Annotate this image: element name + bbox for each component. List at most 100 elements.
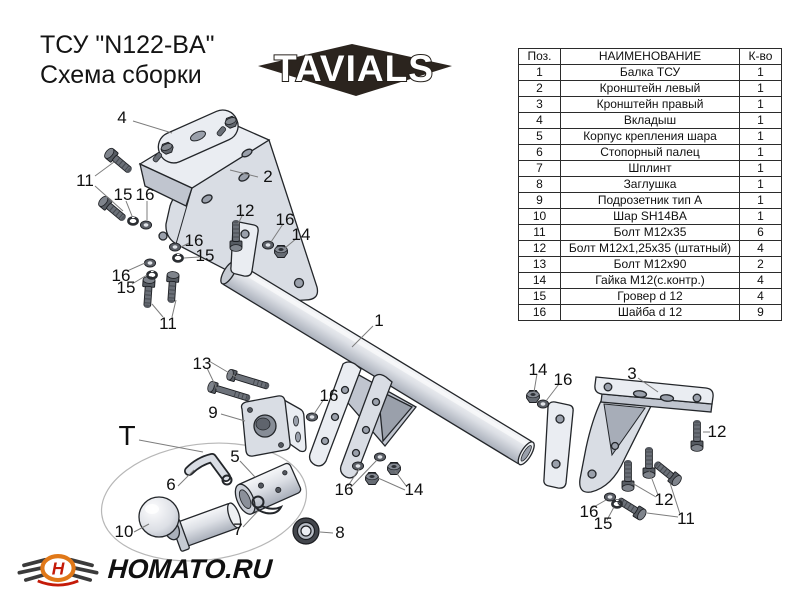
parts-table-cell: 4	[739, 240, 782, 257]
parts-table-cell: 9	[518, 192, 561, 209]
parts-table-cell: Подрозетник тип А	[560, 192, 740, 209]
parts-table-header: Поз. НАИМЕНОВАНИЕ К-во	[518, 48, 782, 65]
parts-table-cell: 6	[739, 224, 782, 241]
parts-table-cell: 15	[518, 288, 561, 305]
tavials-logo: TAVIALS	[258, 44, 452, 96]
parts-table-cell: 1	[739, 208, 782, 225]
parts-table-cell: 16	[518, 304, 561, 321]
parts-table-cell: 13	[518, 256, 561, 273]
homato-logo: H Homato.ru	[12, 544, 274, 594]
parts-table-cell: Заглушка	[560, 176, 740, 193]
washer-16	[261, 240, 275, 250]
parts-table-cell: Балка ТСУ	[560, 64, 740, 81]
tavials-logo-text: TAVIALS	[274, 48, 434, 89]
washer-16	[373, 452, 387, 462]
bolt-12	[690, 419, 704, 452]
bolt-11	[650, 457, 684, 488]
kit-ellipse	[100, 442, 308, 562]
parts-table-cell: Шайба d 12	[560, 304, 740, 321]
washer-16	[143, 258, 157, 268]
parts-table-cell: 9	[739, 304, 782, 321]
parts-table-cell: Шплинт	[560, 160, 740, 177]
washer-16	[536, 399, 550, 409]
parts-table-cell: Кронштейн правый	[560, 96, 740, 113]
parts-table-cell: 1	[739, 80, 782, 97]
parts-table-cell: 4	[518, 112, 561, 129]
col-position: Поз.	[518, 48, 561, 65]
washer-16	[168, 242, 182, 252]
parts-table-cell: 3	[518, 96, 561, 113]
parts-table-cell: 1	[739, 64, 782, 81]
washer-16	[603, 492, 617, 502]
parts-table-cell: 7	[518, 160, 561, 177]
bolt-13-b	[206, 380, 253, 405]
parts-table-cell: Болт М12х1,25х35 (штатный)	[560, 240, 740, 257]
bolt-12	[621, 459, 635, 492]
parts-table-cell: Гайка М12(с.контр.)	[560, 272, 740, 289]
parts-table-cell: 5	[518, 128, 561, 145]
homato-site-text: Homato.ru	[106, 553, 274, 584]
grover-15	[172, 253, 184, 263]
parts-table-cell: Гровер d 12	[560, 288, 740, 305]
parts-table-cell: 2	[518, 80, 561, 97]
bolt-12	[642, 446, 656, 479]
nut-14	[365, 472, 379, 485]
parts-table-cell: Болт М12х90	[560, 256, 740, 273]
parts-table-cell: Корпус крепления шара	[560, 128, 740, 145]
bolt-11	[102, 146, 136, 177]
part-8-plug	[292, 517, 320, 545]
page-title: ТСУ "N122-BA" Схема сборки	[40, 30, 215, 90]
part-2-left-bracket	[138, 116, 319, 302]
part-6-locking-pin	[184, 453, 233, 486]
part-10-tow-ball	[138, 496, 242, 552]
bolt-11	[140, 275, 156, 309]
homato-emblem: H	[17, 554, 99, 587]
parts-table-cell: 4	[739, 288, 782, 305]
parts-table-cell: 1	[739, 160, 782, 177]
parts-table-cell: 8	[518, 176, 561, 193]
parts-table-cell: Кронштейн левый	[560, 80, 740, 97]
parts-table-cell: 11	[518, 224, 561, 241]
parts-table-cell: 2	[739, 256, 782, 273]
parts-table-cell: 1	[739, 112, 782, 129]
parts-table-cell: 1	[739, 96, 782, 113]
part-3-right-bracket	[579, 376, 714, 493]
parts-table-cell: Стопорный палец	[560, 144, 740, 161]
parts-table-cell: 10	[518, 208, 561, 225]
col-qty: К-во	[739, 48, 782, 65]
leader-lines	[94, 120, 710, 534]
homato-emblem-letter: H	[52, 559, 65, 579]
nut-14	[526, 390, 540, 403]
page-title-line1: ТСУ "N122-BA"	[40, 31, 215, 59]
parts-table-cell: 1	[518, 64, 561, 81]
grover-15	[127, 216, 139, 226]
page-title-line2: Схема сборки	[40, 61, 202, 89]
part-4-insert	[152, 109, 240, 164]
parts-table-cell: 6	[518, 144, 561, 161]
parts-table-cell: 1	[739, 128, 782, 145]
col-name: НАИМЕНОВАНИЕ	[560, 48, 740, 65]
part-7-cotter-pin	[251, 495, 284, 515]
bolt-11	[164, 270, 180, 304]
parts-table-cell: Болт М12х35	[560, 224, 740, 241]
